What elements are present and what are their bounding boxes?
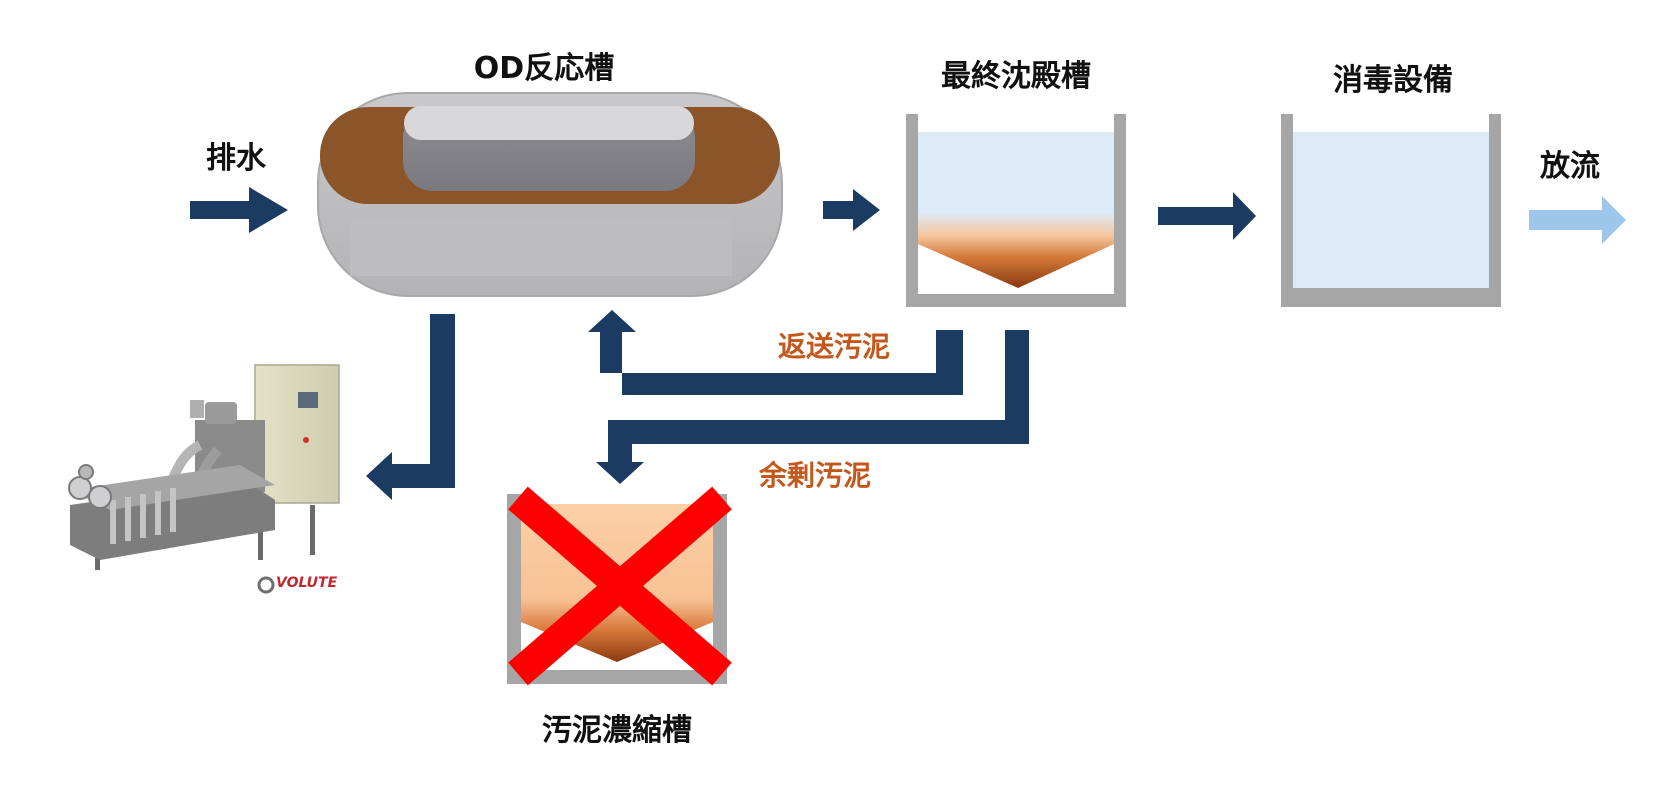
cabinet-indicator [303,437,309,443]
drive-disc [78,464,94,480]
od-tank-label: OD反応槽 [473,51,615,86]
return-sludge-line [588,310,963,395]
inflow-label: 排水 [206,141,266,176]
disinfection-water [1293,132,1489,288]
screw-drum-top [70,465,275,510]
thickener-cross-icon [508,486,732,686]
od-tank-front-panel [350,220,732,276]
mixer-motor [205,402,237,424]
discharge-arrow [1529,196,1626,244]
volute-brand-label: VOLUTE [276,575,338,591]
flow-arrow-settling-to-disinfection [1158,192,1256,240]
mixer-cap [190,400,204,418]
drive-disc [88,485,112,509]
od-reaction-tank [317,92,783,297]
flow-arrow-od-to-settling [823,189,880,231]
cabinet-screen [298,392,318,408]
disinfection-tank [1281,114,1501,307]
screw-press-machine [68,364,340,594]
inflow-arrow [190,187,288,233]
discharge-label: 放流 [1540,149,1600,184]
screw-rings [110,488,176,544]
disinfection-label: 消毒設備 [1333,63,1453,98]
excess-sludge-label: 余剰汚泥 [758,459,872,492]
drive-disc [68,476,92,500]
final-settling-tank [906,114,1126,307]
machine-leg [310,505,315,555]
return-sludge-label: 返送汚泥 [777,330,891,363]
od-tank-island-top [404,106,694,140]
volute-logo-icon [257,576,275,594]
thickener-label: 汚泥濃縮槽 [542,713,692,748]
final-settling-label: 最終沈殿槽 [941,59,1091,94]
settling-tank-contents [918,132,1114,288]
dewatering-feed-line [366,314,455,500]
